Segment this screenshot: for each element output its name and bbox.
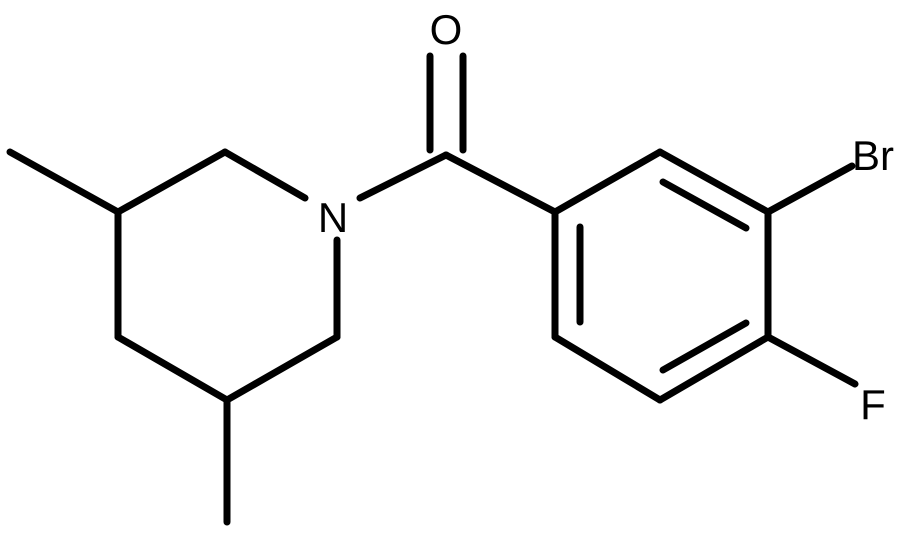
bond-c4-c5: [114, 333, 231, 404]
bond-ring-fluorine: [764, 333, 859, 388]
bond-c5-c6: [223, 333, 341, 404]
atom-label-fluorine: F: [860, 381, 886, 428]
atom-label-nitrogen: N: [318, 194, 348, 241]
ring-bond-c1-c2: [551, 148, 664, 216]
ring-bond-c4-c5: [656, 333, 772, 404]
bond-c2-c3: [114, 148, 229, 216]
methyl-bond-c3: [6, 148, 122, 216]
atom-label-oxygen: O: [430, 6, 463, 53]
atom-label-bromine: Br: [852, 132, 894, 179]
ring-bond-c2-c3: [656, 148, 772, 216]
ring-bond-c4-c5-inner: [659, 319, 750, 374]
bond-n-c2: [221, 148, 309, 202]
bond-carbonyl-nitrogen: [356, 151, 450, 202]
bond-ring-bromine: [764, 162, 856, 216]
bond-carbonyl-ring: [442, 151, 559, 216]
ring-bond-c5-c6: [551, 333, 664, 404]
ring-bond-c2-c3-inner: [659, 178, 750, 232]
